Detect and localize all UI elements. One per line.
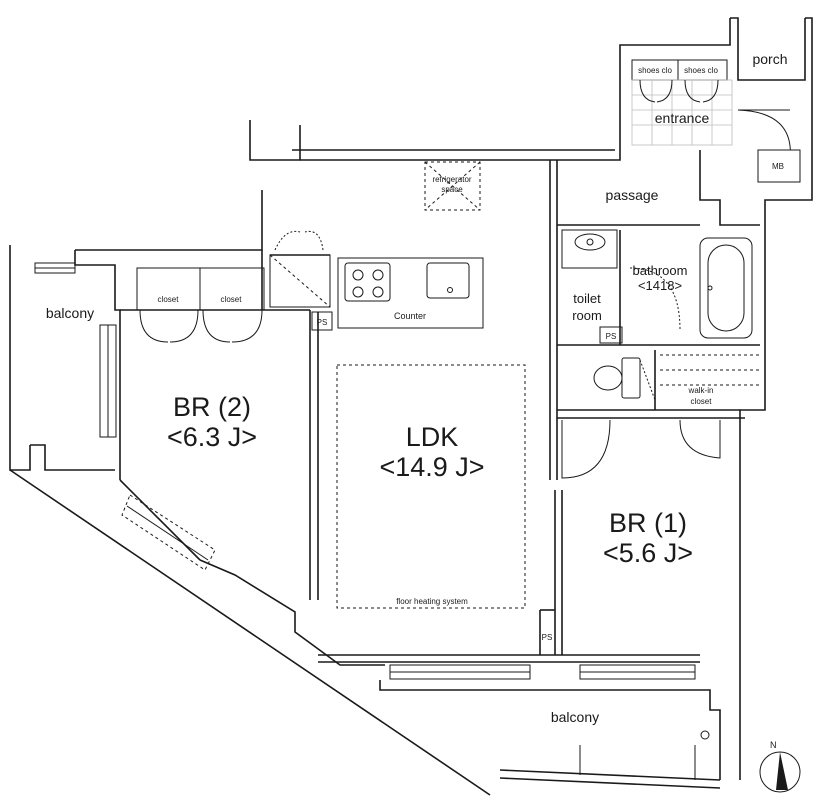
exterior-walls: [9, 17, 813, 796]
balcony-left-fixtures: [34, 262, 76, 274]
br2-size: <6.3 J>: [167, 422, 257, 452]
ps-label-bath: PS: [606, 332, 617, 341]
closet-1-label: closet: [158, 295, 180, 304]
wet-area: [561, 229, 760, 401]
bathroom-name: bathroom: [633, 263, 688, 278]
ps-label-bottom: PS: [542, 633, 553, 642]
floor-heating-area: [336, 364, 526, 609]
fridge-label-1: refrigerator: [432, 175, 471, 184]
br2-fixtures: [99, 267, 265, 571]
balcony-left-label: balcony: [46, 305, 94, 321]
entrance-area: [631, 59, 801, 183]
walkin-line2: closet: [691, 397, 713, 406]
floor-heating-label: floor heating system: [396, 597, 468, 606]
north-arrow-icon: N: [759, 740, 801, 793]
br1-fixtures: [561, 419, 721, 479]
shoes-closet-2-label: shoes clo: [684, 66, 718, 75]
balcony-bottom-fixtures: [579, 730, 710, 780]
br1-size: <5.6 J>: [603, 538, 693, 568]
ldk-name: LDK: [406, 422, 459, 452]
fridge-label-2: space: [441, 185, 463, 194]
balcony-bottom-label: balcony: [551, 709, 599, 725]
ldk-size: <14.9 J>: [379, 452, 484, 482]
br2-name: BR (2): [173, 392, 251, 422]
toilet-line1: toilet: [573, 291, 601, 306]
walkin-line1: walk-in: [688, 386, 714, 395]
passage-label: passage: [606, 187, 659, 203]
entrance-label: entrance: [655, 110, 710, 126]
br1-name: BR (1): [609, 508, 687, 538]
mb-label: MB: [772, 162, 784, 171]
north-label: N: [770, 740, 777, 750]
bathroom-size: <1418>: [638, 278, 682, 293]
toilet-line2: room: [572, 308, 602, 323]
counter-label: Counter: [394, 311, 426, 321]
shoes-closet-1-label: shoes clo: [638, 66, 672, 75]
closet-2-label: closet: [221, 295, 243, 304]
bottom-windows: [389, 664, 696, 680]
porch-label: porch: [752, 51, 787, 67]
ps-label-kitchen: PS: [317, 318, 328, 327]
kitchen: [269, 161, 484, 331]
